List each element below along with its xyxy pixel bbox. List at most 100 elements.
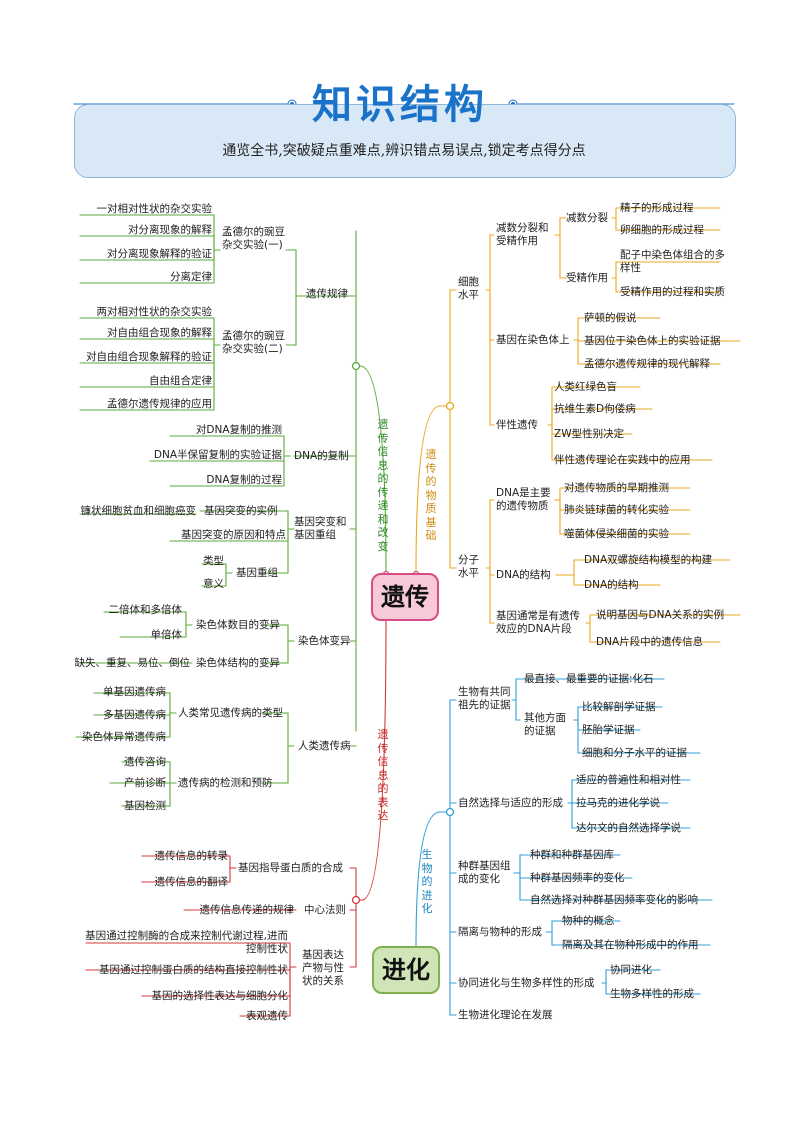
header-banner bbox=[74, 104, 736, 178]
leaf: 多基因遗传病 bbox=[103, 709, 166, 721]
leaf: 隔离及其在物种形成中的作用 bbox=[562, 939, 699, 951]
page-subtitle: 通览全书,突破疑点重难点,辨识错点易误点,锁定考点得分点 bbox=[222, 143, 586, 159]
node-disease: 人类遗传病 bbox=[298, 740, 351, 752]
leaf: 肺炎链球菌的转化实验 bbox=[564, 504, 669, 516]
leaf: 卵细胞的形成过程 bbox=[620, 224, 704, 236]
node-cell-level: 细胞水平 bbox=[458, 276, 479, 301]
page-title: 知识结构 bbox=[312, 82, 488, 128]
leaf: 染色体异常遗传病 bbox=[82, 731, 166, 743]
leaf: 配子中染色体组合的多样性 bbox=[620, 249, 725, 274]
node-mutation: 基因突变和基因重组 bbox=[294, 516, 347, 541]
leaf: DNA片段中的遗传信息 bbox=[596, 636, 704, 648]
node-common-ancestor: 生物有共同祖先的证据 bbox=[458, 686, 511, 711]
leaf: 胚胎学证据 bbox=[582, 724, 635, 736]
leaf: DNA双螺旋结构模型的构建 bbox=[584, 554, 713, 566]
node-chrom-number: 染色体数目的变异 bbox=[196, 619, 280, 631]
leaf: 表观遗传 bbox=[246, 1010, 288, 1022]
leaf: 单基因遗传病 bbox=[103, 686, 166, 698]
leaf: 遗传信息的转录 bbox=[154, 850, 229, 862]
blue-branch-lines bbox=[415, 678, 713, 1016]
leaf: 细胞和分子水平的证据 bbox=[582, 747, 687, 759]
node-dna-structure: DNA的结构 bbox=[496, 569, 551, 581]
orange-branch-lines bbox=[415, 207, 741, 643]
leaf: 基因的选择性表达与细胞分化 bbox=[151, 990, 289, 1002]
leaf: 产前诊断 bbox=[124, 777, 166, 789]
leaf: 人类红绿色盲 bbox=[554, 381, 617, 393]
branch-label-transmission: 遗传信息的传递和改变 bbox=[377, 418, 389, 553]
leaf: 最直接、最重要的证据:化石 bbox=[524, 673, 654, 685]
leaf: 萨顿的假说 bbox=[584, 312, 637, 324]
leaf: 基因通过控制蛋白质的结构直接控制性状 bbox=[99, 964, 288, 976]
node-disease-detect: 遗传病的检测和预防 bbox=[178, 777, 273, 789]
leaf: 孟德尔遗传规律的应用 bbox=[107, 398, 212, 410]
center-node-jinhua: 进化 bbox=[372, 946, 440, 994]
leaf: 说明基因与DNA关系的实例 bbox=[596, 609, 725, 621]
node-central-dogma: 中心法则 bbox=[304, 904, 346, 916]
leaf: 一对相对性状的杂交实验 bbox=[96, 203, 213, 215]
leaf: 抗维生素D佝偻病 bbox=[554, 403, 636, 415]
leaf: 种群基因频率的变化 bbox=[530, 872, 625, 884]
leaf: DNA复制的过程 bbox=[206, 474, 282, 486]
leaf: 自由组合定律 bbox=[149, 375, 212, 387]
leaf: 受精作用的过程和实质 bbox=[620, 286, 725, 298]
leaf: ZW型性别决定 bbox=[554, 428, 625, 440]
node-mendel2: 孟德尔的豌豆杂交实验(二) bbox=[222, 330, 285, 355]
node-isolation: 隔离与物种的形成 bbox=[458, 926, 542, 938]
leaf: 对DNA复制的推测 bbox=[195, 424, 282, 436]
leaf: 对分离现象解释的验证 bbox=[107, 248, 212, 260]
red-branch-lines bbox=[85, 616, 387, 1017]
leaf: 镰状细胞贫血和细胞癌变 bbox=[80, 505, 197, 517]
leaf: 噬菌体侵染细菌的实验 bbox=[564, 528, 669, 540]
node-dna-main: DNA是主要的遗传物质 bbox=[496, 487, 551, 512]
node-mutation-example: 基因突变的实例 bbox=[204, 505, 278, 517]
branch-label-evolution: 生物的进化 bbox=[421, 848, 433, 915]
leaf: DNA的结构 bbox=[584, 579, 639, 591]
leaf: 分离定律 bbox=[170, 271, 212, 283]
leaf: 物种的概念 bbox=[562, 915, 615, 927]
leaf: 达尔文的自然选择学说 bbox=[576, 822, 681, 834]
node-meiosis: 减数分裂和受精作用 bbox=[496, 222, 549, 247]
leaf: 拉马克的进化学说 bbox=[576, 797, 660, 809]
node-phenotype: 基因表达产物与性状的关系 bbox=[302, 949, 344, 987]
leaf: 基因突变的原因和特点 bbox=[181, 529, 286, 541]
node-mendel1: 孟德尔的豌豆杂交实验(一) bbox=[222, 226, 285, 251]
node-protein-synthesis: 基因指导蛋白质的合成 bbox=[238, 862, 343, 874]
leaf: 适应的普遍性和相对性 bbox=[576, 774, 681, 786]
leaf: 意义 bbox=[203, 578, 224, 590]
leaf: 自然选择对种群基因频率变化的影响 bbox=[530, 894, 698, 906]
leaf: 对自由组合现象解释的验证 bbox=[86, 351, 212, 363]
leaf: 类型 bbox=[203, 555, 224, 567]
leaf: 单倍体 bbox=[150, 629, 183, 641]
leaf: 对分离现象的解释 bbox=[128, 224, 212, 236]
leaf: 生物多样性的形成 bbox=[610, 988, 694, 1000]
leaf: 基因检测 bbox=[124, 800, 166, 812]
node-evolution-developing: 生物进化理论在发展 bbox=[458, 1009, 553, 1021]
green-branch-lines bbox=[75, 214, 387, 807]
leaf: 种群和种群基因库 bbox=[530, 849, 614, 861]
node-fertilization: 受精作用 bbox=[566, 272, 608, 284]
branch-label-expression: 遗传信息的表达 bbox=[377, 728, 389, 822]
node-gene-on-chrom: 基因在染色体上 bbox=[496, 334, 570, 346]
leaf: 基因通过控制酶的合成来控制代谢过程,进而控制性状 bbox=[85, 930, 288, 955]
leaf: 伴性遗传理论在实践中的应用 bbox=[554, 454, 691, 466]
leaf: 协同进化 bbox=[610, 964, 652, 976]
leaf: 缺失、重复、易位、倒位 bbox=[74, 657, 191, 669]
node-meiosis-div: 减数分裂 bbox=[566, 212, 608, 224]
node-coevolution: 协同进化与生物多样性的形成 bbox=[458, 977, 595, 989]
leaf: 遗传信息传递的规律 bbox=[199, 904, 295, 916]
leaf: 孟德尔遗传规律的现代解释 bbox=[584, 358, 710, 370]
node-sex-linked: 伴性遗传 bbox=[496, 419, 538, 431]
node-chrom-structure: 染色体结构的变异 bbox=[196, 657, 280, 669]
node-natural-selection: 自然选择与适应的形成 bbox=[458, 797, 563, 809]
node-dna-replication: DNA的复制 bbox=[294, 450, 349, 462]
node-other-evidence: 其他方面的证据 bbox=[524, 712, 566, 737]
leaf: 基因位于染色体上的实验证据 bbox=[584, 335, 721, 347]
leaf: 二倍体和多倍体 bbox=[108, 604, 183, 616]
node-law: 遗传规律 bbox=[306, 288, 348, 300]
leaf: 对遗传物质的早期推测 bbox=[564, 482, 669, 494]
node-molecule-level: 分子水平 bbox=[458, 554, 479, 579]
leaf: 遗传信息的翻译 bbox=[154, 876, 229, 888]
leaf: 遗传咨询 bbox=[124, 756, 166, 768]
node-population: 种群基因组成的变化 bbox=[458, 860, 511, 885]
center-node-yichuan: 遗传 bbox=[371, 573, 439, 621]
